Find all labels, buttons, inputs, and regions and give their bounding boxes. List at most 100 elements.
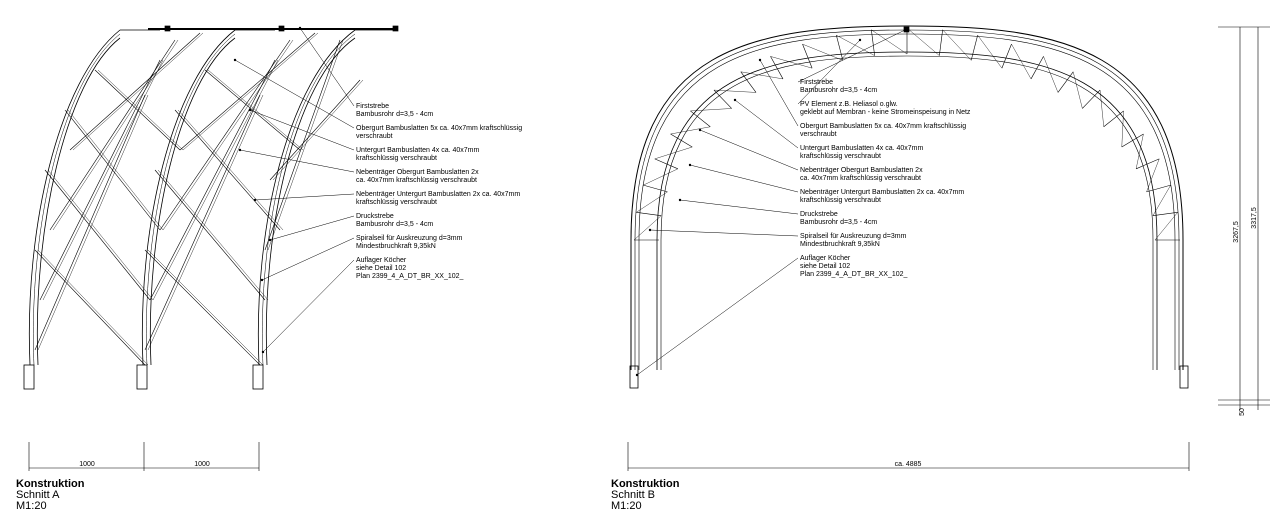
brace-a11 [94,69,181,151]
a-label-0-line-1: Bambusrohr d=3,5 - 4cm [356,111,433,118]
a-label-7-line-2: Plan 2399_4_A_DT_BR_XX_102_ [356,273,464,280]
dim-b-height-3: 50 [1239,408,1246,416]
b-leader-7 [649,229,799,237]
b-leader-dot-1 [858,38,862,42]
brace-a12-b [147,249,264,366]
a-leader-dot-7 [261,350,265,354]
a-label-5-line-0: Druckstrebe [356,213,394,220]
b-leader-3 [734,99,799,149]
arch-a0-chord2 [36,37,121,366]
b-label-7-line-1: Mindestbruchkraft 9,35kN [800,241,880,248]
brace-a0-b [37,94,149,351]
brace-a9 [44,169,151,301]
web-b23-diag [1154,212,1178,241]
dim-b-height-2: 3317,5 [1251,207,1258,229]
a-leader-0 [299,27,355,107]
b-leader-8 [636,257,799,376]
footing-a0 [23,364,35,390]
web-b17 [1057,71,1074,93]
a-leader-4 [254,193,355,201]
section-b-name: Schnitt B [611,489,656,501]
footing-a1 [136,364,148,390]
a-label-6-line-1: Mindestbruchkraft 9,35kN [356,243,436,250]
b-label-2-line-0: Obergurt Bambuslatten 5x ca. 40x7mm kraf… [800,123,966,130]
brace-a8-b [37,249,149,366]
a-leader-dot-5 [268,238,272,242]
brace-a16-b [272,79,364,181]
web-b22-diag [1152,185,1171,216]
section-a-heading: Konstruktion [16,478,85,490]
a-leader-dot-2 [248,108,252,112]
web-b6 [713,89,732,109]
web-b22 [1146,184,1171,193]
web-b1-diag [636,191,668,213]
brace-a17-b [267,39,344,251]
a-label-1-line-0: Obergurt Bambuslatten 5x ca. 40x7mm kraf… [356,125,522,132]
b-leader-1 [797,39,861,105]
web-b12-diag [906,27,940,56]
b-label-5-line-0: Nebenträger Untergurt Bambuslatten 2x ca… [800,189,964,196]
brace-a14-b [177,109,284,231]
brace-a3 [69,32,201,151]
a-leader-dot-3 [238,148,242,152]
b-label-3-line-0: Untergurt Bambuslatten 4x ca. 40x7mm [800,145,924,152]
dim-b-width-value: ca. 4885 [895,461,922,468]
brace-a11-b [97,69,184,151]
a-label-4-line-1: kraftschlüssig verschraubt [356,199,437,206]
a-leader-7 [262,259,355,353]
b-leader-dot-6 [678,198,682,202]
brace-a3-b [72,32,204,151]
a-leader-dot-0 [298,26,302,30]
web-b19-diag [1121,110,1124,148]
a-label-3-line-1: ca. 40x7mm kraftschlüssig verschraubt [356,177,477,184]
b-leader-dot-3 [733,98,737,102]
arch-a0-chord1 [33,33,121,366]
b-leader-dot-7 [648,228,652,232]
web-b17-diag [1072,71,1083,109]
web-b10-diag [836,35,875,56]
footing-b-right [1179,365,1189,389]
b-label-0-line-1: Bambusrohr d=3,5 - 4cm [800,87,877,94]
brace-a6-b [162,39,294,231]
arch-a2-chord0 [257,29,356,366]
brace-a9-b [47,169,154,301]
b-label-2-line-1: verschraubt [800,131,837,138]
b-label-5-line-1: kraftschlüssig verschraubt [800,197,881,204]
a-leader-5 [269,215,355,241]
web-b0-diag [633,215,662,241]
b-label-1-line-0: PV Element z.B. Heliasol o.glw. [800,101,898,108]
brace-a6 [159,39,291,231]
brace-a17 [264,39,341,251]
brace-a2-b [52,39,179,231]
web-b20 [1121,133,1144,148]
section-b-drawing [629,25,1189,389]
section-b-heading: Konstruktion [611,478,680,490]
b-label-6-line-1: Bambusrohr d=3,5 - 4cm [800,219,877,226]
section-a-name: Schnitt A [16,489,60,501]
a-label-1-line-1: verschraubt [356,133,393,140]
web-b8 [770,56,784,80]
brace-a12 [144,249,261,366]
dim-a-value-0: 1000 [79,461,95,468]
b-label-4-line-0: Nebenträger Obergurt Bambuslatten 2x [800,167,923,174]
brace-a5-b [152,59,279,301]
brace-a13-b [157,169,269,301]
a-leader-1 [234,59,355,129]
a-label-2-line-1: kraftschlüssig verschraubt [356,155,437,162]
a-label-5-line-1: Bambusrohr d=3,5 - 4cm [356,221,433,228]
b-leader-5 [689,164,799,193]
a-leader-dot-6 [260,278,264,282]
web-b13-diag [942,29,972,61]
arch-b-outer-1 [630,25,1184,370]
ridge-node-a1 [278,25,285,32]
dim-a-value-1: 1000 [194,461,210,468]
arch-a1-chord1 [146,33,236,366]
brace-a5 [149,59,276,301]
web-b21 [1136,158,1160,170]
brace-a0 [34,94,146,351]
web-b10 [836,35,844,61]
a-label-4-line-0: Nebenträger Untergurt Bambuslatten 2x ca… [356,191,520,198]
